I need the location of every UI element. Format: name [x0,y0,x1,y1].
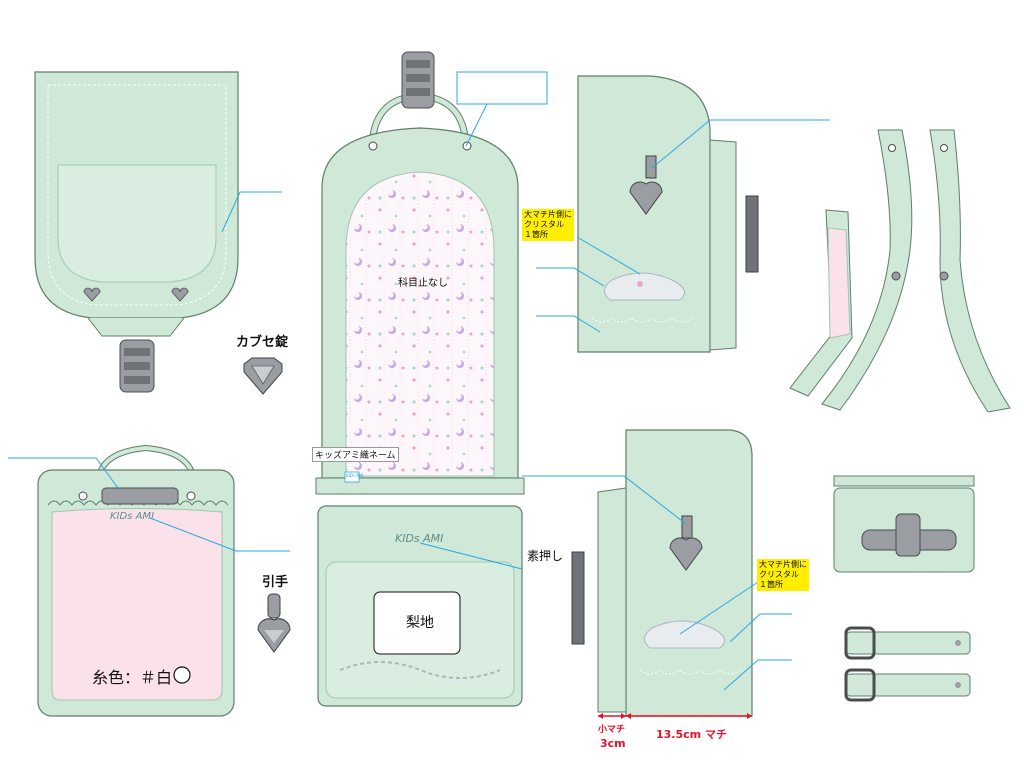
back-panel-view [8,444,290,717]
buckle-straps [844,626,971,702]
open-body-view [315,51,548,707]
kabuse-lock-icon [243,357,283,395]
flap-view [34,71,282,393]
thread-color-label: 糸色：＃白 [92,668,173,687]
nashiji-label: 梨地 [406,615,434,631]
kabuse-lock-label: カブセ錠 [236,335,289,350]
side-view-bottom [522,429,792,719]
small-gusset-value: 3cm [600,737,626,750]
crystal-note-top: 大マチ片側に クリスタル １箇所 [522,209,574,241]
brand-back-panel: KIDs AMI [110,511,155,522]
emboss-label: 素押し [527,549,564,563]
pull-icon [257,593,291,653]
crystal-note-bottom: 大マチ片側に クリスタル １箇所 [757,559,809,591]
bottom-view [833,475,975,573]
shoulder-straps [789,129,1011,413]
brand-mini-tag: KIDs AMI [346,473,364,478]
side-view-top [536,75,830,353]
kids-name-tag-label: キッズアミ織ネーム [312,447,399,462]
brand-front-pocket: KIDs AMI [395,532,444,545]
large-gusset-label: 13.5cm マチ [656,728,727,741]
small-gusset-label: 小マチ [598,725,626,735]
no-rivet-label: 科目止なし [398,278,448,289]
pull-label: 引手 [262,575,289,590]
